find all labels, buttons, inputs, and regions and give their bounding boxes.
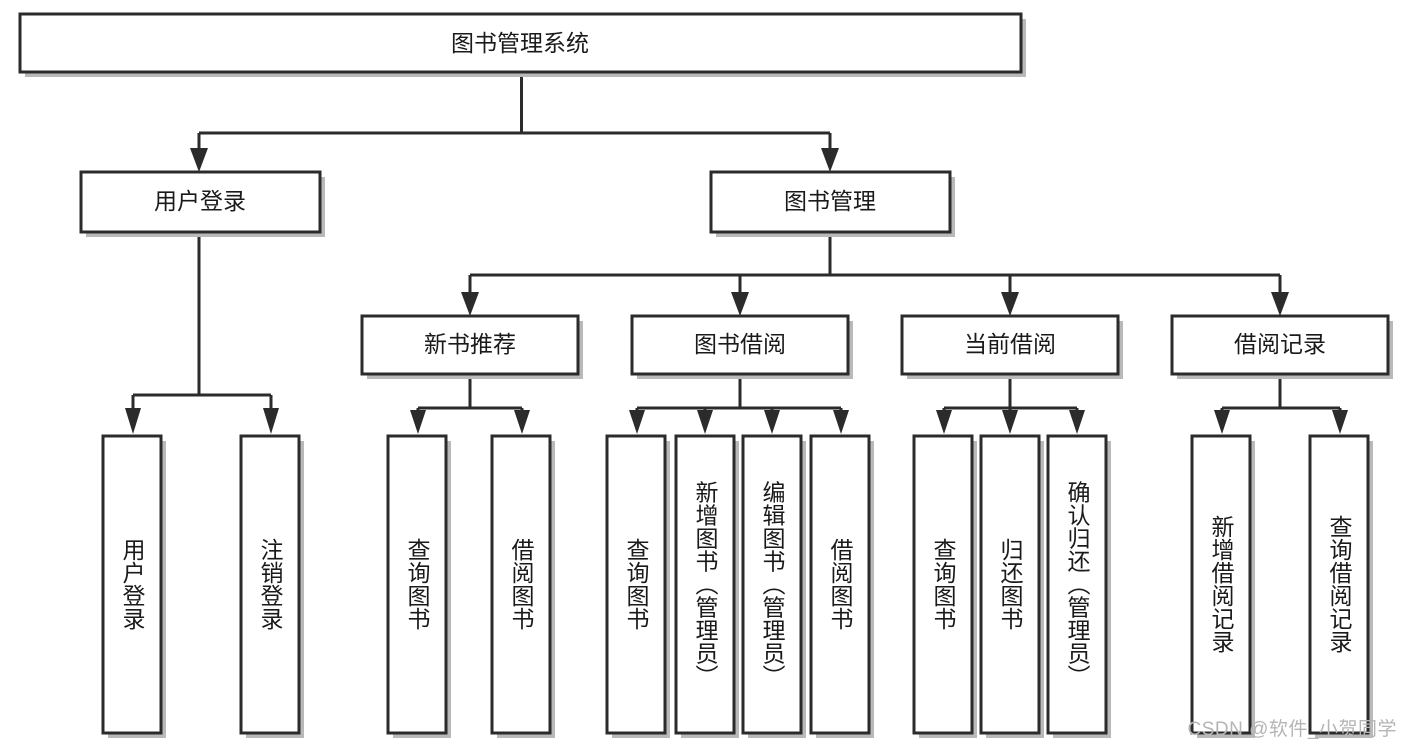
node-new-book-recommend-label: 新书推荐 bbox=[424, 331, 516, 357]
node-leaf-query-book-3-label: 查询图书 bbox=[930, 538, 957, 630]
node-leaf-user-logout-label: 注销登录 bbox=[257, 538, 284, 630]
node-user-login-label: 用户登录 bbox=[154, 188, 246, 214]
node-user-login[interactable]: 用户登录 bbox=[79, 170, 325, 237]
node-leaf-edit-book-label: 编辑图书（管理员） bbox=[759, 481, 786, 688]
node-leaf-borrow-book-2-box[interactable] bbox=[809, 434, 871, 735]
arrow-head-leaf-user-logout bbox=[263, 408, 279, 434]
arrow-head-leaf-borrow-book-1 bbox=[514, 410, 530, 434]
node-root-label: 图书管理系统 bbox=[451, 30, 589, 56]
arrow-head-leaf-add-book bbox=[697, 410, 713, 434]
node-leaf-query-book-2-box[interactable] bbox=[605, 434, 667, 735]
node-book-borrow[interactable]: 图书借阅 bbox=[630, 314, 853, 379]
node-leaf-return-book-box[interactable] bbox=[979, 434, 1041, 735]
node-new-book-recommend[interactable]: 新书推荐 bbox=[360, 314, 583, 379]
arrow-head-new-book-recommend bbox=[461, 292, 479, 316]
node-leaf-confirm-return-label: 确认归还（管理员） bbox=[1064, 481, 1091, 688]
node-borrow-record[interactable]: 借阅记录 bbox=[1170, 314, 1393, 379]
node-leaf-query-record[interactable]: 查询借阅记录 bbox=[1308, 434, 1373, 738]
node-leaf-return-book-label: 归还图书 bbox=[997, 538, 1024, 630]
node-leaf-borrow-book-1-label: 借阅图书 bbox=[508, 538, 535, 630]
arrow-head-leaf-confirm-return bbox=[1069, 410, 1085, 434]
node-leaf-borrow-book-1-box[interactable] bbox=[490, 434, 552, 735]
node-leaf-borrow-book-2[interactable]: 借阅图书 bbox=[809, 434, 874, 738]
node-current-borrow-label: 当前借阅 bbox=[964, 331, 1056, 357]
arrow-head-current-borrow bbox=[1001, 292, 1019, 316]
node-leaf-user-login-box[interactable] bbox=[101, 434, 163, 735]
node-user-login-box[interactable] bbox=[79, 170, 322, 234]
arrow-head-leaf-query-record bbox=[1332, 410, 1348, 434]
connector-layer bbox=[125, 74, 1348, 434]
arrow-head-book-borrow bbox=[731, 292, 749, 316]
node-leaf-add-book[interactable]: 新增图书（管理员） bbox=[674, 434, 739, 738]
node-leaf-query-book-2-label: 查询图书 bbox=[623, 538, 650, 630]
node-leaf-confirm-return-box[interactable] bbox=[1046, 434, 1108, 735]
node-leaf-borrow-book-2-label: 借阅图书 bbox=[827, 538, 854, 630]
arrow-head-book-management bbox=[821, 148, 839, 172]
node-leaf-query-book-1[interactable]: 查询图书 bbox=[386, 434, 451, 738]
node-leaf-edit-book-box[interactable] bbox=[741, 434, 803, 735]
node-leaf-query-book-2[interactable]: 查询图书 bbox=[605, 434, 670, 738]
node-leaf-add-book-label: 新增图书（管理员） bbox=[692, 481, 719, 688]
node-leaf-return-book[interactable]: 归还图书 bbox=[979, 434, 1044, 738]
node-root[interactable]: 图书管理系统 bbox=[18, 12, 1026, 77]
node-leaf-add-book-box[interactable] bbox=[674, 434, 736, 735]
node-leaf-borrow-book-1[interactable]: 借阅图书 bbox=[490, 434, 555, 738]
node-current-borrow[interactable]: 当前借阅 bbox=[900, 314, 1123, 379]
node-book-borrow-box[interactable] bbox=[630, 314, 850, 376]
node-leaf-user-logout-box[interactable] bbox=[239, 434, 301, 735]
node-book-management-box[interactable] bbox=[709, 170, 952, 234]
node-leaf-query-record-box[interactable] bbox=[1308, 434, 1370, 735]
node-leaf-confirm-return[interactable]: 确认归还（管理员） bbox=[1046, 434, 1111, 738]
node-leaf-query-book-3-box[interactable] bbox=[912, 434, 974, 735]
node-leaf-edit-book[interactable]: 编辑图书（管理员） bbox=[741, 434, 806, 738]
arrow-head-leaf-query-book-1 bbox=[410, 410, 426, 434]
node-leaf-add-record-box[interactable] bbox=[1190, 434, 1252, 735]
node-book-management[interactable]: 图书管理 bbox=[709, 170, 955, 237]
arrow-head-leaf-add-record bbox=[1214, 410, 1230, 434]
node-new-book-recommend-box[interactable] bbox=[360, 314, 580, 376]
node-leaf-query-record-label: 查询借阅记录 bbox=[1326, 515, 1353, 653]
node-book-management-label: 图书管理 bbox=[784, 188, 876, 214]
node-root-box[interactable] bbox=[18, 12, 1023, 74]
arrow-head-borrow-record bbox=[1271, 292, 1289, 316]
node-borrow-record-box[interactable] bbox=[1170, 314, 1390, 376]
node-leaf-user-login-label: 用户登录 bbox=[119, 538, 146, 630]
arrow-head-leaf-borrow-book-2 bbox=[833, 410, 849, 434]
arrow-head-user-login bbox=[190, 148, 208, 172]
arrow-head-leaf-user-login bbox=[125, 408, 141, 434]
node-leaf-user-login[interactable]: 用户登录 bbox=[101, 434, 166, 738]
node-borrow-record-label: 借阅记录 bbox=[1234, 331, 1326, 357]
watermark: CSDN @软件_小贺同学 bbox=[1187, 719, 1397, 740]
arrow-head-leaf-query-book-2 bbox=[629, 410, 645, 434]
node-leaf-query-book-1-box[interactable] bbox=[386, 434, 448, 735]
node-book-borrow-label: 图书借阅 bbox=[694, 331, 786, 357]
node-leaf-user-logout[interactable]: 注销登录 bbox=[239, 434, 304, 738]
node-current-borrow-box[interactable] bbox=[900, 314, 1120, 376]
node-leaf-add-record[interactable]: 新增借阅记录 bbox=[1190, 434, 1255, 738]
node-leaf-query-book-3[interactable]: 查询图书 bbox=[912, 434, 977, 738]
arrow-head-leaf-edit-book bbox=[764, 410, 780, 434]
arrow-head-leaf-return-book bbox=[1002, 410, 1018, 434]
node-leaf-query-book-1-label: 查询图书 bbox=[404, 538, 431, 630]
arrow-head-leaf-query-book-3 bbox=[936, 410, 952, 434]
node-leaf-add-record-label: 新增借阅记录 bbox=[1208, 515, 1235, 653]
